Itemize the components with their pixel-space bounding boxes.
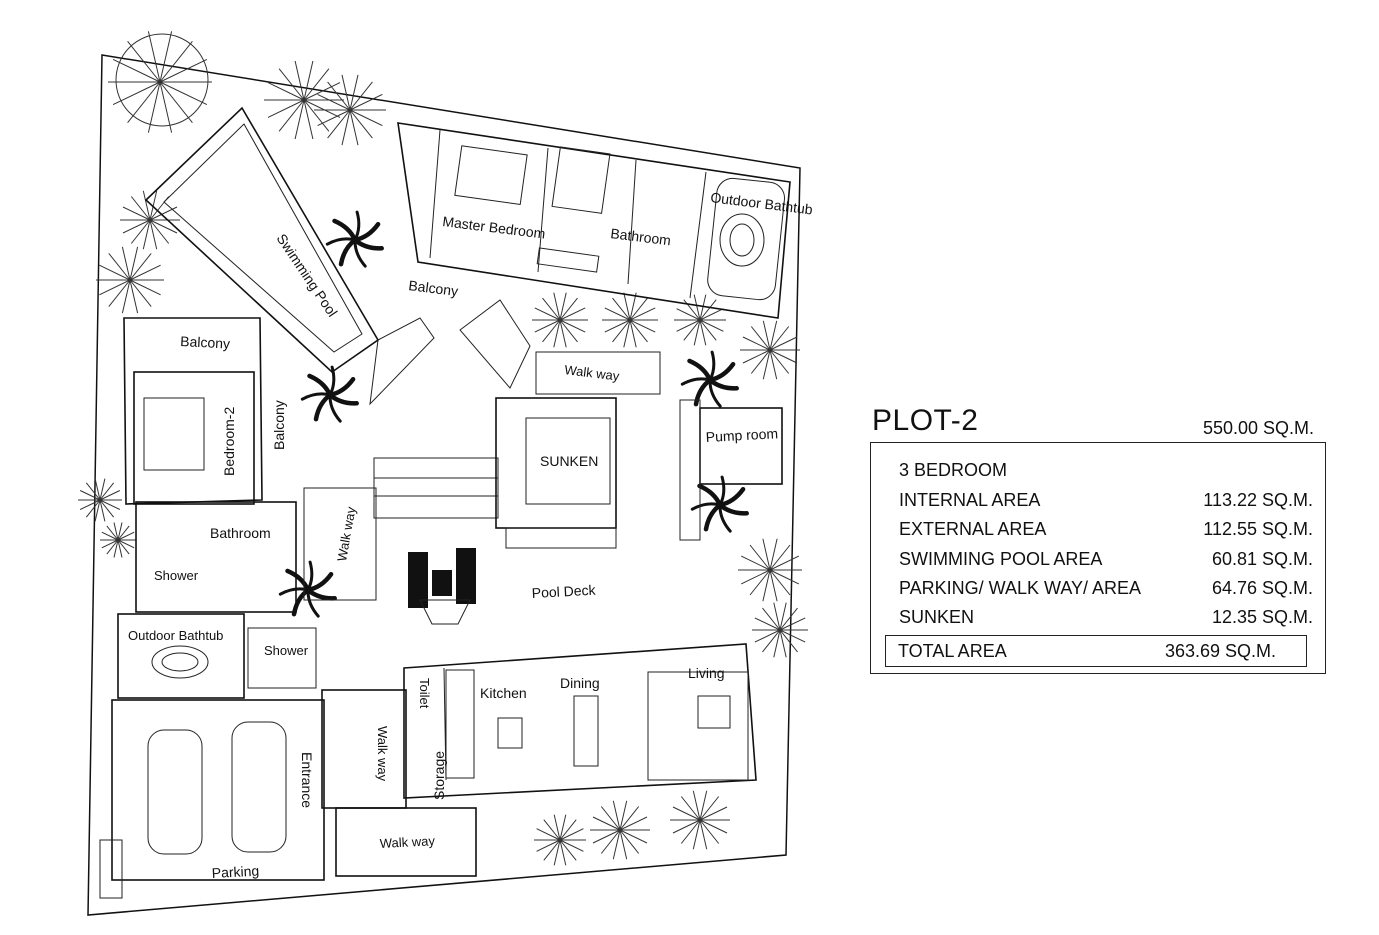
area-row-label: SWIMMING POOL AREA <box>899 549 1103 569</box>
area-summary-panel: PLOT-2 550.00 SQ.M. 3 BEDROOM INTERNAL A… <box>870 400 1330 680</box>
palm-tree-icon <box>96 246 164 314</box>
area-row-label: SUNKEN <box>899 607 975 627</box>
area-row-label: INTERNAL AREA <box>899 490 1041 510</box>
label-balcony-left: Balcony <box>180 333 231 352</box>
label-toilet: Toilet <box>417 678 432 709</box>
label-dining: Dining <box>560 675 600 691</box>
area-table: 3 BEDROOM INTERNAL AREA 113.22 SQ.M. EXT… <box>870 442 1326 674</box>
area-row: EXTERNAL AREA 112.55 SQ.M. <box>899 519 1313 543</box>
walkway-structures <box>303 299 661 601</box>
label-sunken: SUNKEN <box>540 453 598 469</box>
label-master-bedroom: Master Bedroom <box>442 213 547 241</box>
label-walk-way-top: Walk way <box>564 362 621 384</box>
palm-tree-icon <box>532 292 588 348</box>
label-bathroom-master: Bathroom <box>610 225 672 248</box>
palm-tree-icon <box>670 790 730 850</box>
label-shower-2: Shower <box>264 643 309 658</box>
label-pump-room: Pump room <box>705 425 778 445</box>
label-walk-way-mid: Walk way <box>375 726 390 782</box>
label-parking: Parking <box>211 863 259 881</box>
palm-tree-icon <box>738 538 802 602</box>
deciduous-tree-icon <box>325 210 384 268</box>
plot-area-value: 550.00 SQ.M. <box>1202 418 1314 438</box>
area-row: SWIMMING POOL AREA 60.81 SQ.M. <box>899 549 1313 573</box>
label-outdoor-bathtub-bottom: Outdoor Bathtub <box>128 628 223 643</box>
palm-tree-icon <box>590 800 650 860</box>
sun-loungers <box>408 548 476 625</box>
label-walk-way-left: Walk way <box>334 505 358 562</box>
area-row-label: PARKING/ WALK WAY/ AREA <box>899 578 1142 598</box>
area-row-value: 12.35 SQ.M. <box>1211 607 1313 627</box>
palm-tree-icon <box>100 522 136 558</box>
bedroom-count: 3 BEDROOM <box>899 460 1008 480</box>
living-kitchen-block <box>99 643 757 899</box>
landscape-trees <box>78 31 808 866</box>
label-kitchen: Kitchen <box>480 685 527 701</box>
deciduous-tree-icon <box>278 560 337 618</box>
palm-tree-icon <box>108 31 212 133</box>
area-row-value: 113.22 SQ.M. <box>1203 490 1313 510</box>
area-row-value: 60.81 SQ.M. <box>1211 549 1313 569</box>
palm-tree-icon <box>78 478 122 522</box>
label-pool-deck: Pool Deck <box>531 582 597 601</box>
palm-tree-icon <box>264 60 344 140</box>
label-balcony-vertical: Balcony <box>271 400 287 450</box>
area-row: INTERNAL AREA 113.22 SQ.M. <box>899 490 1313 514</box>
total-area-value: 363.69 SQ.M. <box>1164 641 1276 661</box>
tree-canopy-icon <box>115 33 209 127</box>
total-area-row: TOTAL AREA 363.69 SQ.M. <box>885 635 1307 667</box>
area-row-label: EXTERNAL AREA <box>899 519 1047 539</box>
label-bedroom-2: Bedroom-2 <box>221 407 237 476</box>
palm-tree-icon <box>602 292 658 348</box>
label-shower-1: Shower <box>154 568 199 583</box>
palm-tree-icon <box>314 74 386 146</box>
label-balcony-top: Balcony <box>408 277 459 299</box>
palm-tree-icon <box>120 190 180 250</box>
label-walk-way-bottom: Walk way <box>379 833 435 851</box>
label-storage: Storage <box>431 751 447 800</box>
label-bathroom-2: Bathroom <box>210 525 271 541</box>
palm-tree-icon <box>752 602 808 658</box>
palm-tree-icon <box>534 814 586 866</box>
deciduous-tree-icon <box>690 475 749 533</box>
plot-boundary <box>87 54 801 916</box>
master-bedroom-block <box>397 122 791 319</box>
label-outdoor-bathtub-top: Outdoor Bathtub <box>710 189 814 217</box>
total-area-label: TOTAL AREA <box>898 641 1007 661</box>
area-row-value: 112.55 SQ.M. <box>1203 519 1313 539</box>
area-row: SUNKEN 12.35 SQ.M. <box>899 607 1313 631</box>
plot-title: PLOT-2 <box>872 404 979 437</box>
area-row: PARKING/ WALK WAY/ AREA 64.76 SQ.M. <box>899 578 1313 602</box>
room-labels: Master Bedroom Bathroom Outdoor Bathtub … <box>128 189 814 881</box>
palm-tree-icon <box>740 320 800 380</box>
deciduous-tree-icon <box>300 365 359 423</box>
label-living: Living <box>688 665 725 681</box>
sunken-and-pump <box>495 397 783 549</box>
area-row-value: 64.76 SQ.M. <box>1211 578 1313 598</box>
label-entrance: Entrance <box>299 752 315 808</box>
swimming-pool-outline <box>144 106 380 374</box>
bedroom-2-block <box>117 317 317 699</box>
deciduous-tree-icon <box>680 350 739 408</box>
